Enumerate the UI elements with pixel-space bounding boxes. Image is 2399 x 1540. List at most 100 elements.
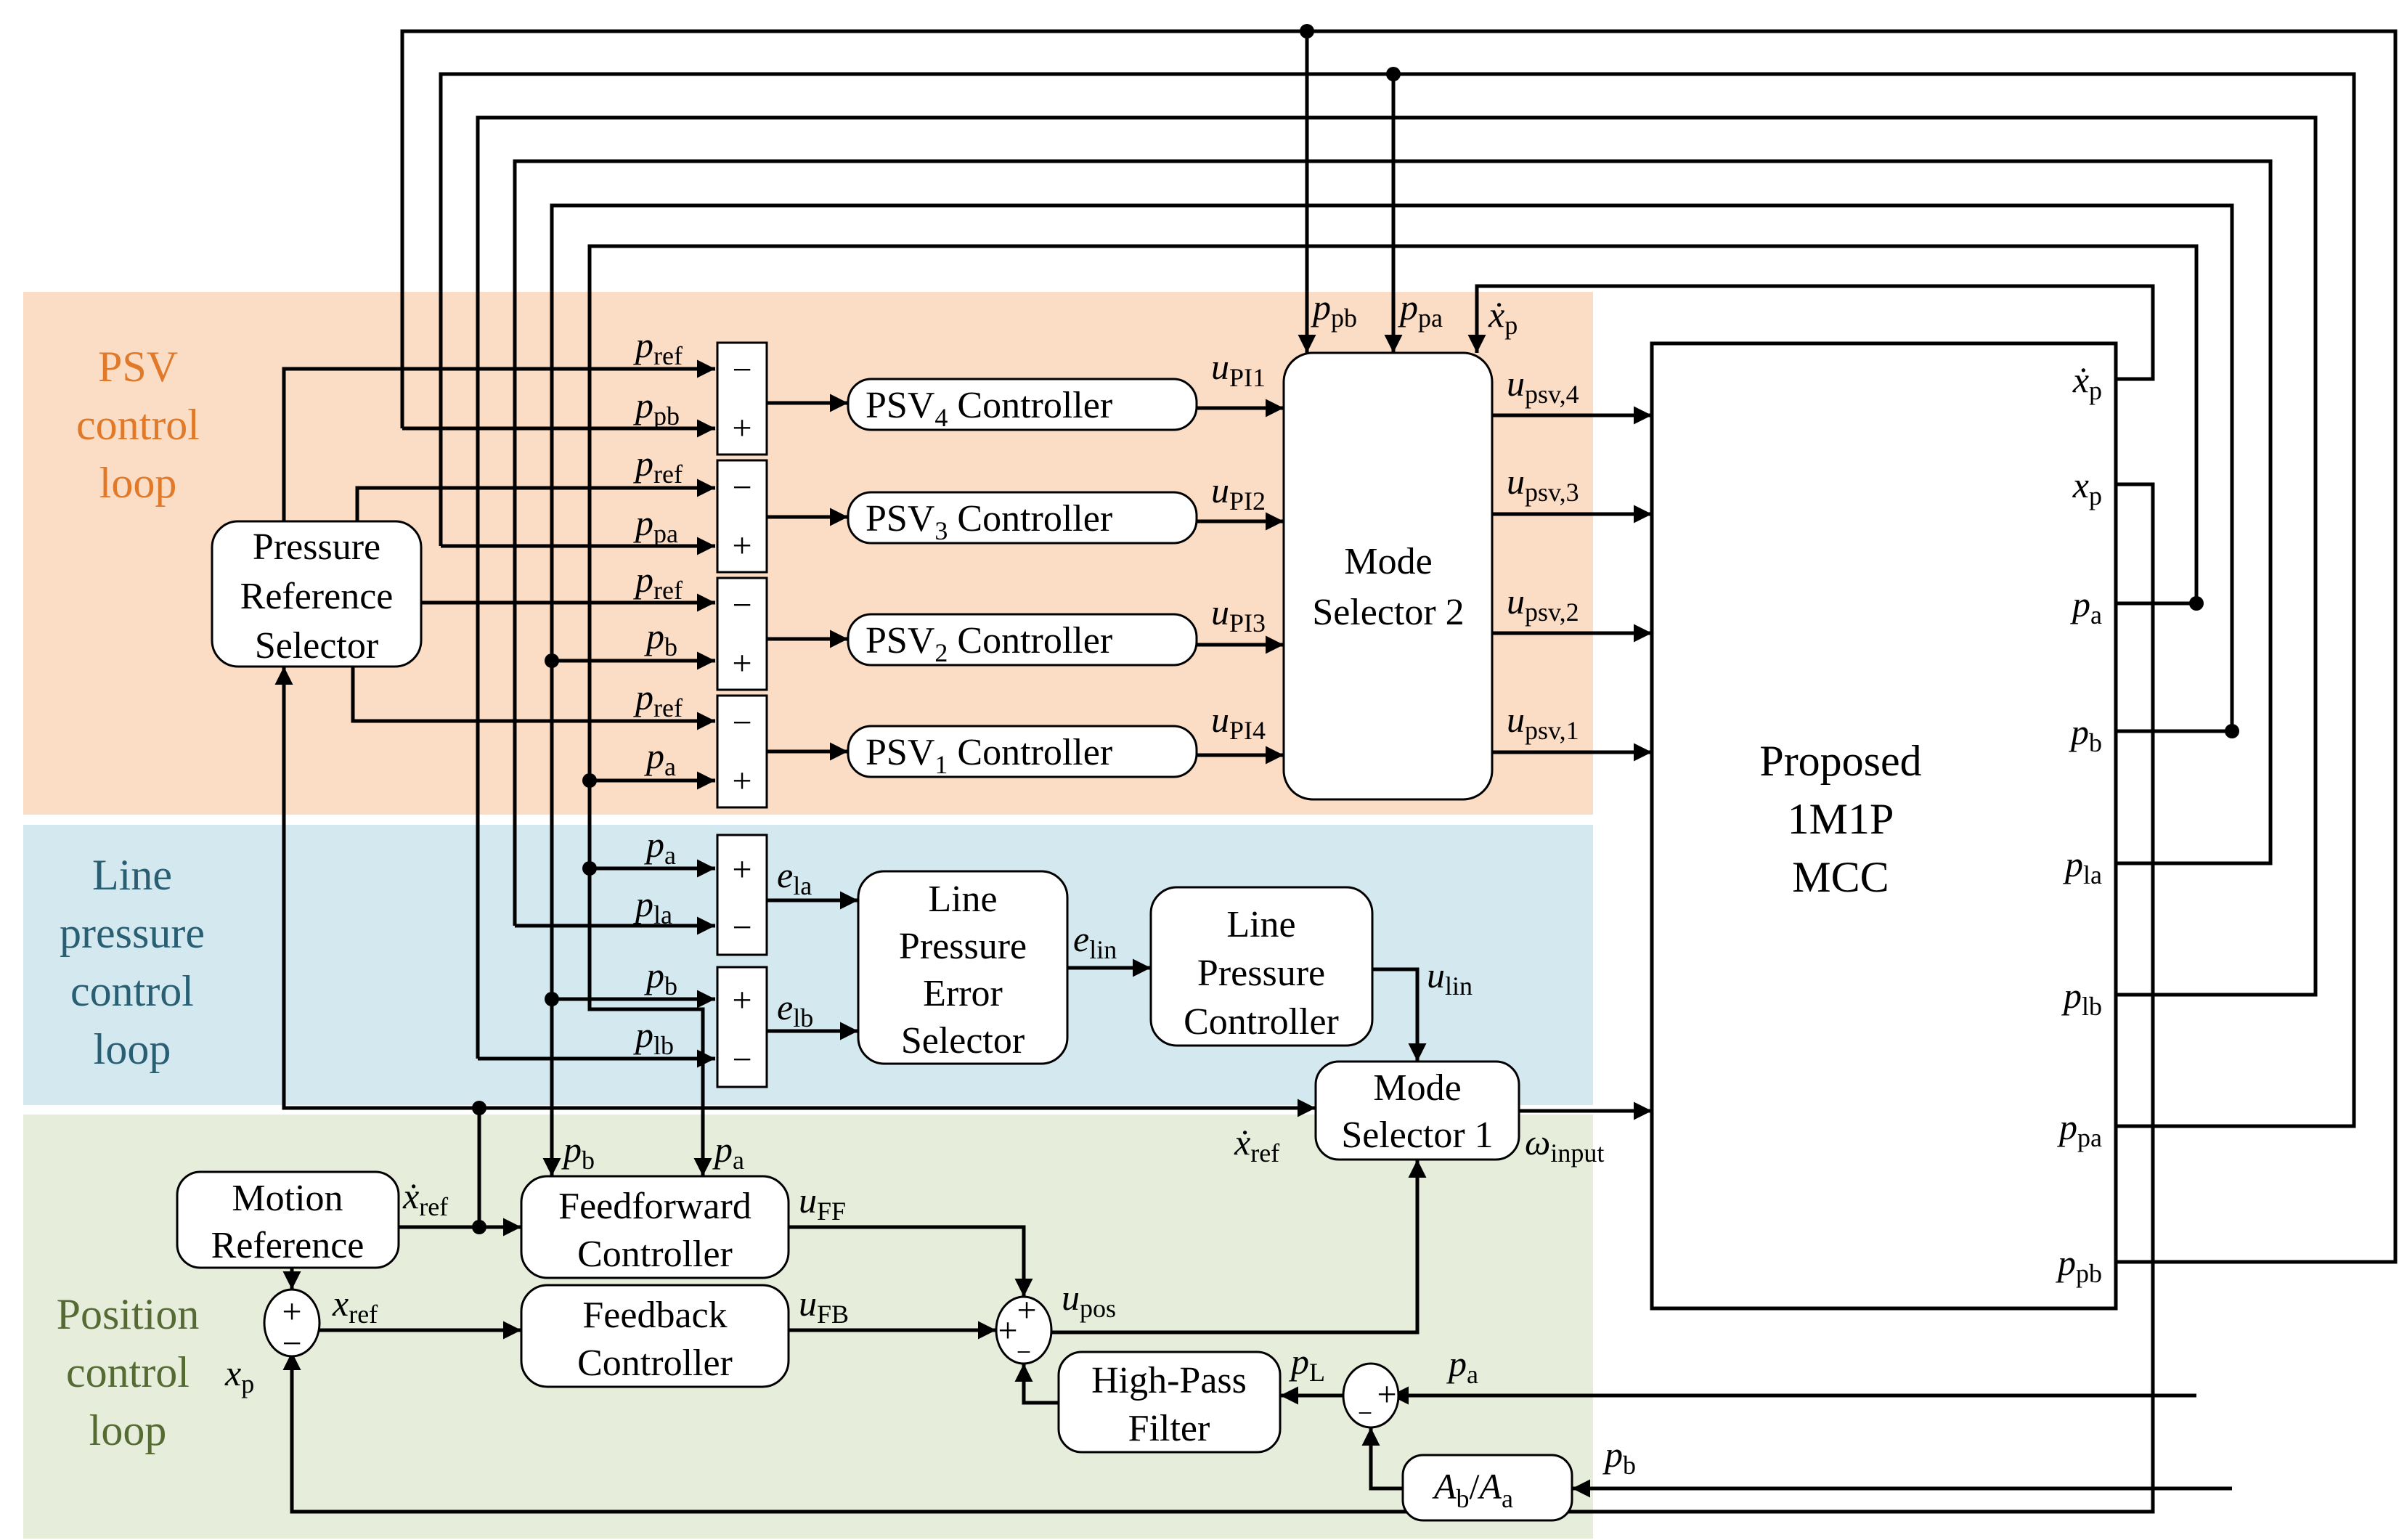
signal-label-p-lb: plb [633, 1014, 674, 1060]
lpc-label: Line Pressure Controller [1184, 904, 1339, 1043]
psv3-controller-label: PSV3 Controller [865, 498, 1112, 545]
psv-controllers: PSV4 Controller PSV3 Controller PSV2 Con… [767, 378, 1284, 779]
psv-sum-signs: − + − + − + − + [732, 351, 752, 800]
minus-sign: − [732, 351, 752, 389]
signal-label-p-b: pb [561, 1129, 595, 1175]
minus-sign: − [732, 1040, 752, 1079]
signal-label-p-b: pb [644, 955, 677, 1001]
signal-label-u-pi4: uPI4 [1211, 699, 1266, 745]
wire-plb-bus [476, 115, 2318, 1059]
signal-label-p-ref: pref [633, 443, 683, 489]
la-summing-junction [716, 834, 768, 956]
junction-dot [1386, 67, 1401, 81]
signal-label-u-fb: uFB [799, 1283, 849, 1329]
signal-label-p-b: pb [644, 616, 677, 661]
line-band-label: Line pressure control loop [60, 851, 205, 1073]
junction-dot [1300, 24, 1314, 38]
block-label-line: Error [923, 973, 1003, 1014]
signal-label-p-pb: ppb [2056, 1242, 2102, 1288]
block-label-line: Line [1226, 904, 1295, 945]
block-label-line: Pressure [899, 926, 1027, 967]
feedback-controller-block[interactable] [520, 1284, 790, 1388]
position-band-label: Position control loop [57, 1290, 200, 1454]
minus-sign: − [732, 468, 752, 507]
signal-label-u-psv1: upsv,1 [1507, 699, 1579, 745]
block-label-line: Selector 2 [1312, 592, 1464, 633]
plus-sign: + [732, 526, 752, 565]
wire-ulin [1372, 967, 1427, 1062]
mode-selector-2-block[interactable] [1282, 351, 1494, 801]
block-label-line: Pressure [1197, 953, 1325, 994]
psv4-controller-block[interactable] [847, 378, 1198, 431]
line-pressure-controller-block[interactable] [1149, 886, 1374, 1047]
block-label-line: High-Pass [1091, 1360, 1247, 1401]
motion-reference-block[interactable] [176, 1170, 400, 1269]
psv4-controller-label: PSV4 Controller [865, 385, 1112, 432]
signal-label-u-psv4: upsv,4 [1507, 363, 1579, 409]
signal-label-p-ref: pref [633, 325, 683, 370]
wire-upos [1051, 1160, 1427, 1335]
block-label-line: Selector [255, 625, 378, 667]
signal-label-p-pb: ppb [1311, 287, 1357, 333]
band-label-line: control [66, 1348, 190, 1396]
junction-dot [582, 861, 597, 876]
junction-dot [2225, 724, 2239, 738]
signal-label-p-ref: pref [633, 677, 683, 722]
signal-label-xdot-p: ẋp [2072, 359, 2102, 405]
signal-label-u-ff: uFF [799, 1180, 846, 1226]
block-label-line: 1M1P [1788, 795, 1894, 843]
signal-label-p-pb: ppb [633, 385, 680, 431]
block-label-line: Pressure [253, 526, 380, 568]
psv3-controller-block[interactable] [847, 491, 1198, 545]
band-label-line: loop [89, 1406, 167, 1454]
signal-label-p-a: pa [2070, 584, 2102, 630]
plus-sign: + [732, 850, 752, 889]
block-label-line: Selector 1 [1341, 1115, 1493, 1156]
signal-label-p-a: pa [644, 824, 676, 870]
block-label-line: Controller [577, 1234, 733, 1275]
plus-sign: + [732, 981, 752, 1019]
position-loop: Motion Reference Feedforward Controller … [176, 1101, 1573, 1522]
signal-label-p-a: pa [1446, 1343, 1478, 1389]
junction-dot [2189, 596, 2204, 611]
wire-ratio-out [1361, 1427, 1403, 1491]
block-label-line: Controller [1184, 1001, 1339, 1043]
signal-label-p-a: pa [712, 1129, 744, 1175]
signal-label-x-ref: xref [332, 1283, 378, 1329]
block-label-line: Reference [240, 576, 394, 617]
minus-sign: − [282, 1324, 301, 1363]
junction-dot [545, 653, 559, 668]
signal-label-u-psv2: upsv,2 [1507, 581, 1579, 627]
block-label-line: Filter [1128, 1408, 1210, 1449]
psv1-summing-junction [716, 694, 768, 809]
mcc-label: Proposed 1M1P MCC [1759, 737, 1921, 901]
plus-sign: + [732, 409, 752, 447]
mcc-plant-block[interactable] [1650, 341, 2118, 1311]
signal-label-p-pa: ppa [2057, 1107, 2102, 1152]
line-pressure-loop: + − + − Line Pressure Error Selector Lin… [478, 834, 1652, 1161]
pressure-reference-selector-block[interactable] [211, 520, 423, 668]
block-label-line: Selector [901, 1020, 1025, 1062]
psv-band-label: PSV control loop [76, 343, 200, 507]
psv1-controller-block[interactable] [847, 725, 1198, 778]
signal-label-xdot-ref: ẋref [402, 1176, 448, 1221]
fb-label: Feedback Controller [577, 1295, 733, 1384]
hpf-label: High-Pass Filter [1091, 1360, 1247, 1449]
lb-summing-junction [716, 966, 768, 1088]
band-label-line: loop [99, 459, 177, 507]
wire-xdotp [1467, 284, 2155, 381]
minus-sign: − [1358, 1398, 1372, 1427]
area-ratio-label: Ab/Aa [1432, 1466, 1513, 1513]
feedback-bus [282, 24, 2398, 1514]
psv1-controller-label: PSV1 Controller [865, 732, 1112, 779]
plus-sign: + [1017, 1291, 1036, 1329]
band-label-line: PSV [98, 343, 178, 391]
signal-label-u-psv3: upsv,3 [1507, 461, 1579, 507]
block-label-line: Feedback [582, 1295, 727, 1336]
psv2-controller-block[interactable] [847, 613, 1198, 667]
signal-label-p-pa: ppa [633, 502, 678, 548]
block-label-line: Proposed [1759, 737, 1921, 785]
ff-label: Feedforward Controller [558, 1186, 752, 1275]
signal-labels: prefppbprefppaprefpbprefpauPI1uPI2uPI3uP… [224, 287, 1636, 1480]
